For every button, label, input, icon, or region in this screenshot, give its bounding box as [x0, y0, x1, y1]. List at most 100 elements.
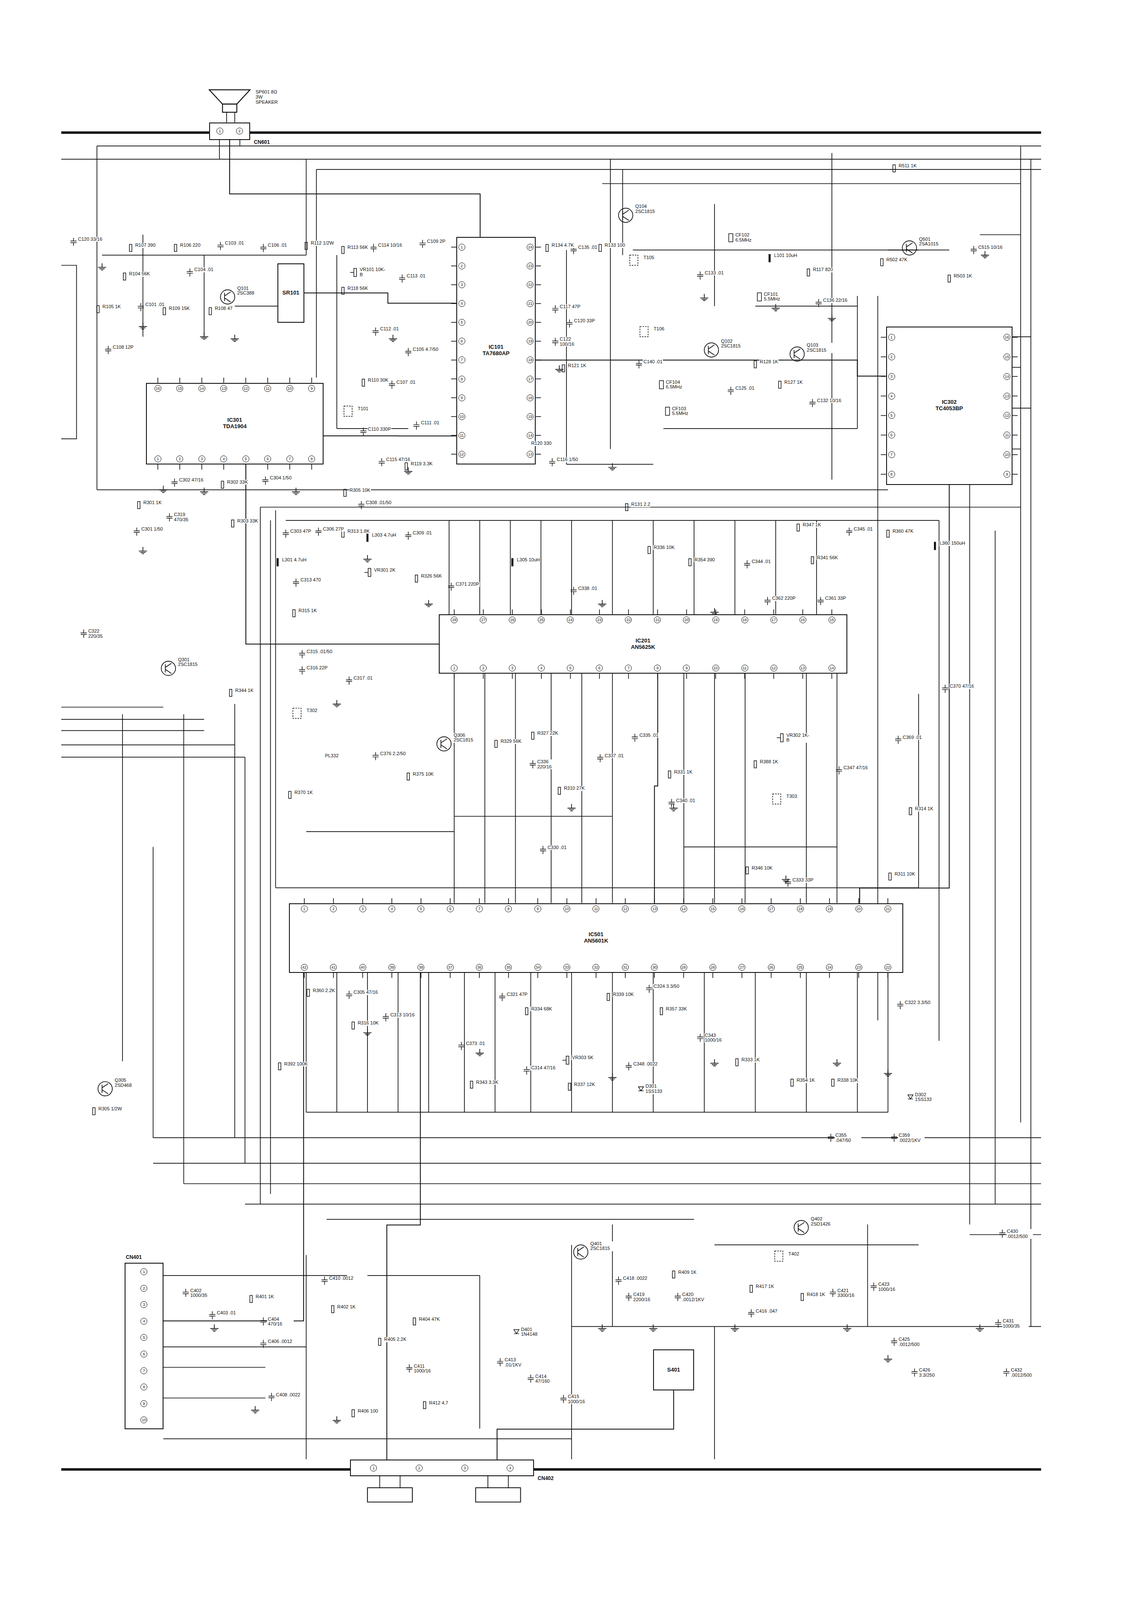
resistor-symbol: [415, 574, 418, 583]
pin-number: 8: [888, 470, 896, 478]
component-label: C402 1000/35: [189, 1288, 217, 1299]
component-label: C515 10/16: [977, 245, 1004, 251]
pin-number: 12: [242, 385, 250, 392]
pin-stub: [332, 972, 334, 978]
wire: [566, 463, 654, 465]
wire: [805, 972, 807, 1112]
component-label: R131 2.2: [630, 501, 651, 508]
pin-stub: [881, 434, 887, 436]
transistor-symbol: [902, 240, 917, 255]
ic-package: IC302TC4053BP12345678910111213141516: [886, 326, 1013, 485]
capacitor-symbol: [566, 319, 573, 328]
pin-number: 11: [264, 385, 272, 392]
pin-number: 6: [264, 455, 272, 463]
capacitor-symbol: [764, 596, 771, 605]
component-label: Q402 2SD1426: [810, 1216, 838, 1227]
resistor-symbol: [801, 1293, 804, 1301]
component-label: R316 10K: [357, 1020, 380, 1026]
wire: [550, 673, 552, 904]
pin-stub: [311, 377, 313, 383]
component-label: C308 .01/50: [365, 500, 392, 506]
pin-number: 1: [888, 333, 896, 341]
resistor-symbol: [778, 381, 782, 389]
pin-stub: [799, 898, 801, 904]
wire: [980, 234, 1022, 236]
resistor-symbol: [470, 1081, 473, 1089]
resistor-symbol: [249, 1295, 253, 1303]
wire: [1012, 448, 1021, 450]
pin-stub: [478, 972, 480, 978]
component-label: C337 .01: [604, 753, 625, 759]
capacitor-symbol: [668, 799, 675, 808]
board-edge: [61, 1467, 1042, 1471]
pin-number: 40: [359, 963, 367, 971]
ground-symbol: [832, 1059, 841, 1066]
component-label: CF104 6.5MHz: [665, 379, 692, 390]
wire: [61, 730, 205, 732]
pin-stub: [201, 464, 203, 470]
pin-number: 23: [595, 616, 603, 624]
capacitor-symbol: [388, 380, 395, 389]
capacitor-symbol: [346, 990, 353, 999]
pin-number: 9: [140, 1400, 148, 1407]
ground-symbol: [332, 700, 342, 707]
pin-stub: [245, 377, 247, 383]
capacitor-symbol: [260, 1317, 267, 1326]
inductor-symbol: [511, 557, 514, 567]
component-label: C104 .01: [193, 267, 214, 273]
resistor-symbol: [892, 164, 896, 173]
pin-stub: [451, 265, 457, 267]
ground-symbol: [291, 487, 301, 495]
component-label: C109 2P: [426, 239, 447, 245]
component-label: R333 1K: [741, 1057, 761, 1063]
capacitor-symbol: [697, 271, 704, 280]
component-label: C305 47/16: [353, 989, 379, 995]
transistor-symbol: [436, 736, 451, 751]
pin-number: 8: [140, 1383, 148, 1391]
capacitor-symbol: [784, 878, 791, 887]
wire: [397, 972, 399, 1112]
pin-stub: [157, 464, 159, 470]
capacitor-symbol: [419, 239, 426, 249]
component-label: C111 .01: [420, 420, 440, 426]
pin-number: 2: [329, 905, 337, 913]
wire: [61, 744, 235, 746]
component-label: R343 3.3K: [475, 1079, 499, 1086]
pin-number: 3: [508, 664, 516, 672]
transformer-symbol: [639, 326, 648, 337]
component-label: C303 47P: [289, 528, 312, 534]
pin-stub: [391, 898, 393, 904]
pin-stub: [179, 464, 181, 470]
wire: [805, 673, 807, 904]
wire: [714, 1244, 919, 1246]
pin-number: 6: [888, 431, 896, 439]
pin-stub: [535, 341, 541, 342]
capacitor-symbol: [625, 1062, 632, 1071]
transformer-symbol: [774, 1251, 783, 1262]
wire: [479, 520, 481, 615]
pin-stub: [1012, 336, 1018, 338]
component-label: C132 10/16: [816, 398, 842, 404]
resistor-symbol: [331, 1305, 335, 1313]
component-label: C373 .01: [465, 1041, 486, 1047]
pin-number: 23: [855, 963, 863, 971]
component-label: R327 22K: [536, 730, 559, 736]
pin-stub: [453, 673, 455, 679]
pin-stub: [482, 673, 484, 679]
signal-wire: [535, 360, 886, 377]
pin-number: 2: [176, 455, 184, 463]
wire: [816, 520, 817, 615]
ground-symbol: [975, 1324, 984, 1332]
pin-stub: [451, 416, 457, 418]
pin-number: 14: [1003, 373, 1011, 380]
component-label: SP601 8Ω 3W SPEAKER: [255, 89, 282, 105]
pin-number: 18: [741, 616, 749, 624]
component-label: R388 1K: [759, 759, 779, 765]
capacitor-symbol: [1003, 1368, 1010, 1377]
resistor-symbol: [209, 307, 212, 316]
pin-number: 34: [534, 963, 542, 971]
component-label: C103 .01: [224, 240, 245, 246]
wire: [306, 1254, 307, 1459]
